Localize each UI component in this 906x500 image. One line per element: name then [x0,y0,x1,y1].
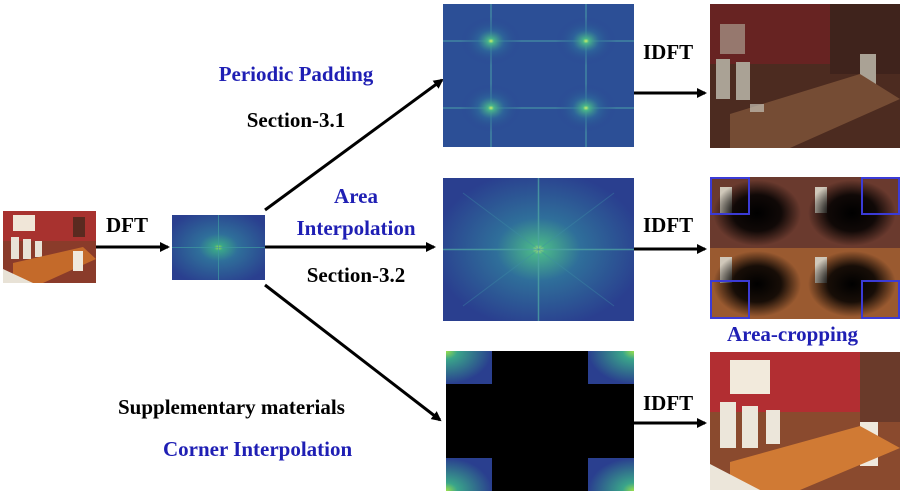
section-3-2-label: Section-3.2 [306,263,406,287]
output-photo-corner [710,352,900,490]
corner-interpolation-label: Corner Interpolation [163,437,353,461]
section-3-1-label: Section-3.1 [246,108,346,132]
supplementary-materials-label: Supplementary materials [118,395,345,419]
spectrum-small [172,215,265,280]
periodic-padding-label: Periodic Padding [218,62,374,86]
spectrum-area-interpolation [443,178,634,321]
spectrum-corner-interpolation [446,351,634,491]
arrow-icon [264,283,442,422]
input-photo [3,211,96,283]
idft-label-middle: IDFT [643,213,694,237]
interpolation-label: Interpolation [296,216,416,240]
idft-label-bottom: IDFT [643,391,694,415]
dft-label: DFT [106,213,148,237]
output-photo-area-cropping [710,177,900,319]
spectrum-periodic-padding [443,4,634,147]
area-label: Area [334,184,378,208]
idft-label-top: IDFT [643,40,694,64]
output-photo-periodic [710,4,900,148]
arrow-icon [264,78,444,212]
area-cropping-label: Area-cropping [727,322,859,346]
